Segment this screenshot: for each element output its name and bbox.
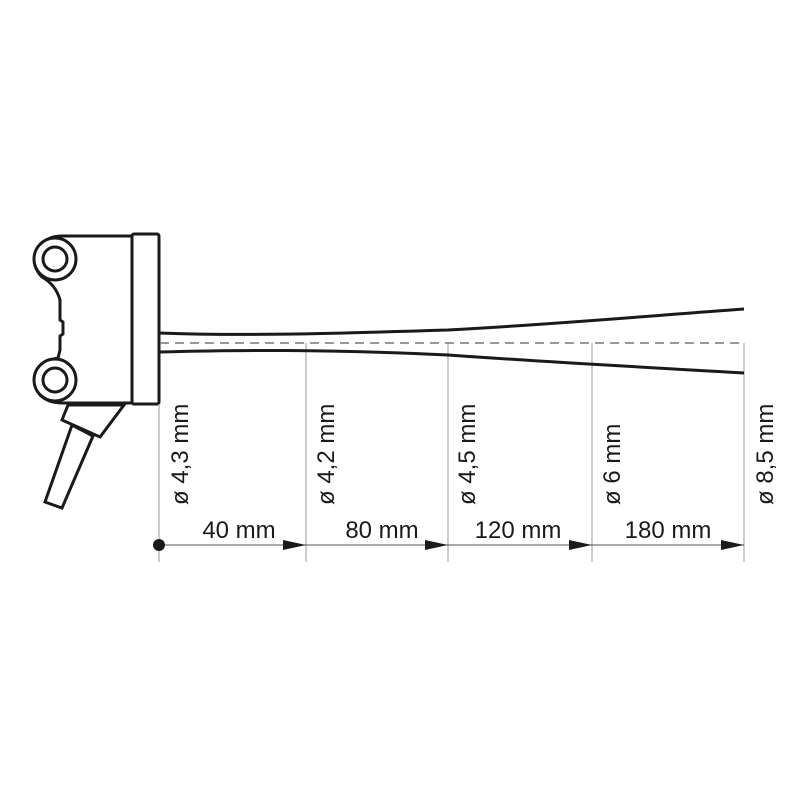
arrow-icon [721,540,744,550]
guide-lines [158,343,745,562]
spot-diameter-label: ø 4,2 mm [313,404,340,505]
spot-diameter-label: ø 4,3 mm [167,404,194,505]
beam-lower-edge [158,348,745,375]
spot-diameter-label: ø 8,5 mm [752,404,779,505]
spot-diameter-label: ø 6 mm [599,424,626,505]
distance-label: 80 mm [345,517,418,544]
origin-dot-icon [153,539,165,551]
cable [43,422,95,510]
arrow-icon [425,540,448,550]
distance-label: 180 mm [625,517,712,544]
spot-diameter-label: ø 4,5 mm [454,404,481,505]
distance-label: 40 mm [202,517,275,544]
arrow-icon [569,540,592,550]
distance-dimension [153,539,744,551]
arrow-icon [283,540,306,550]
beam-upper-edge [158,307,745,336]
sensor-body [32,232,161,510]
cable-gland [60,403,127,439]
distance-label: 120 mm [475,517,562,544]
